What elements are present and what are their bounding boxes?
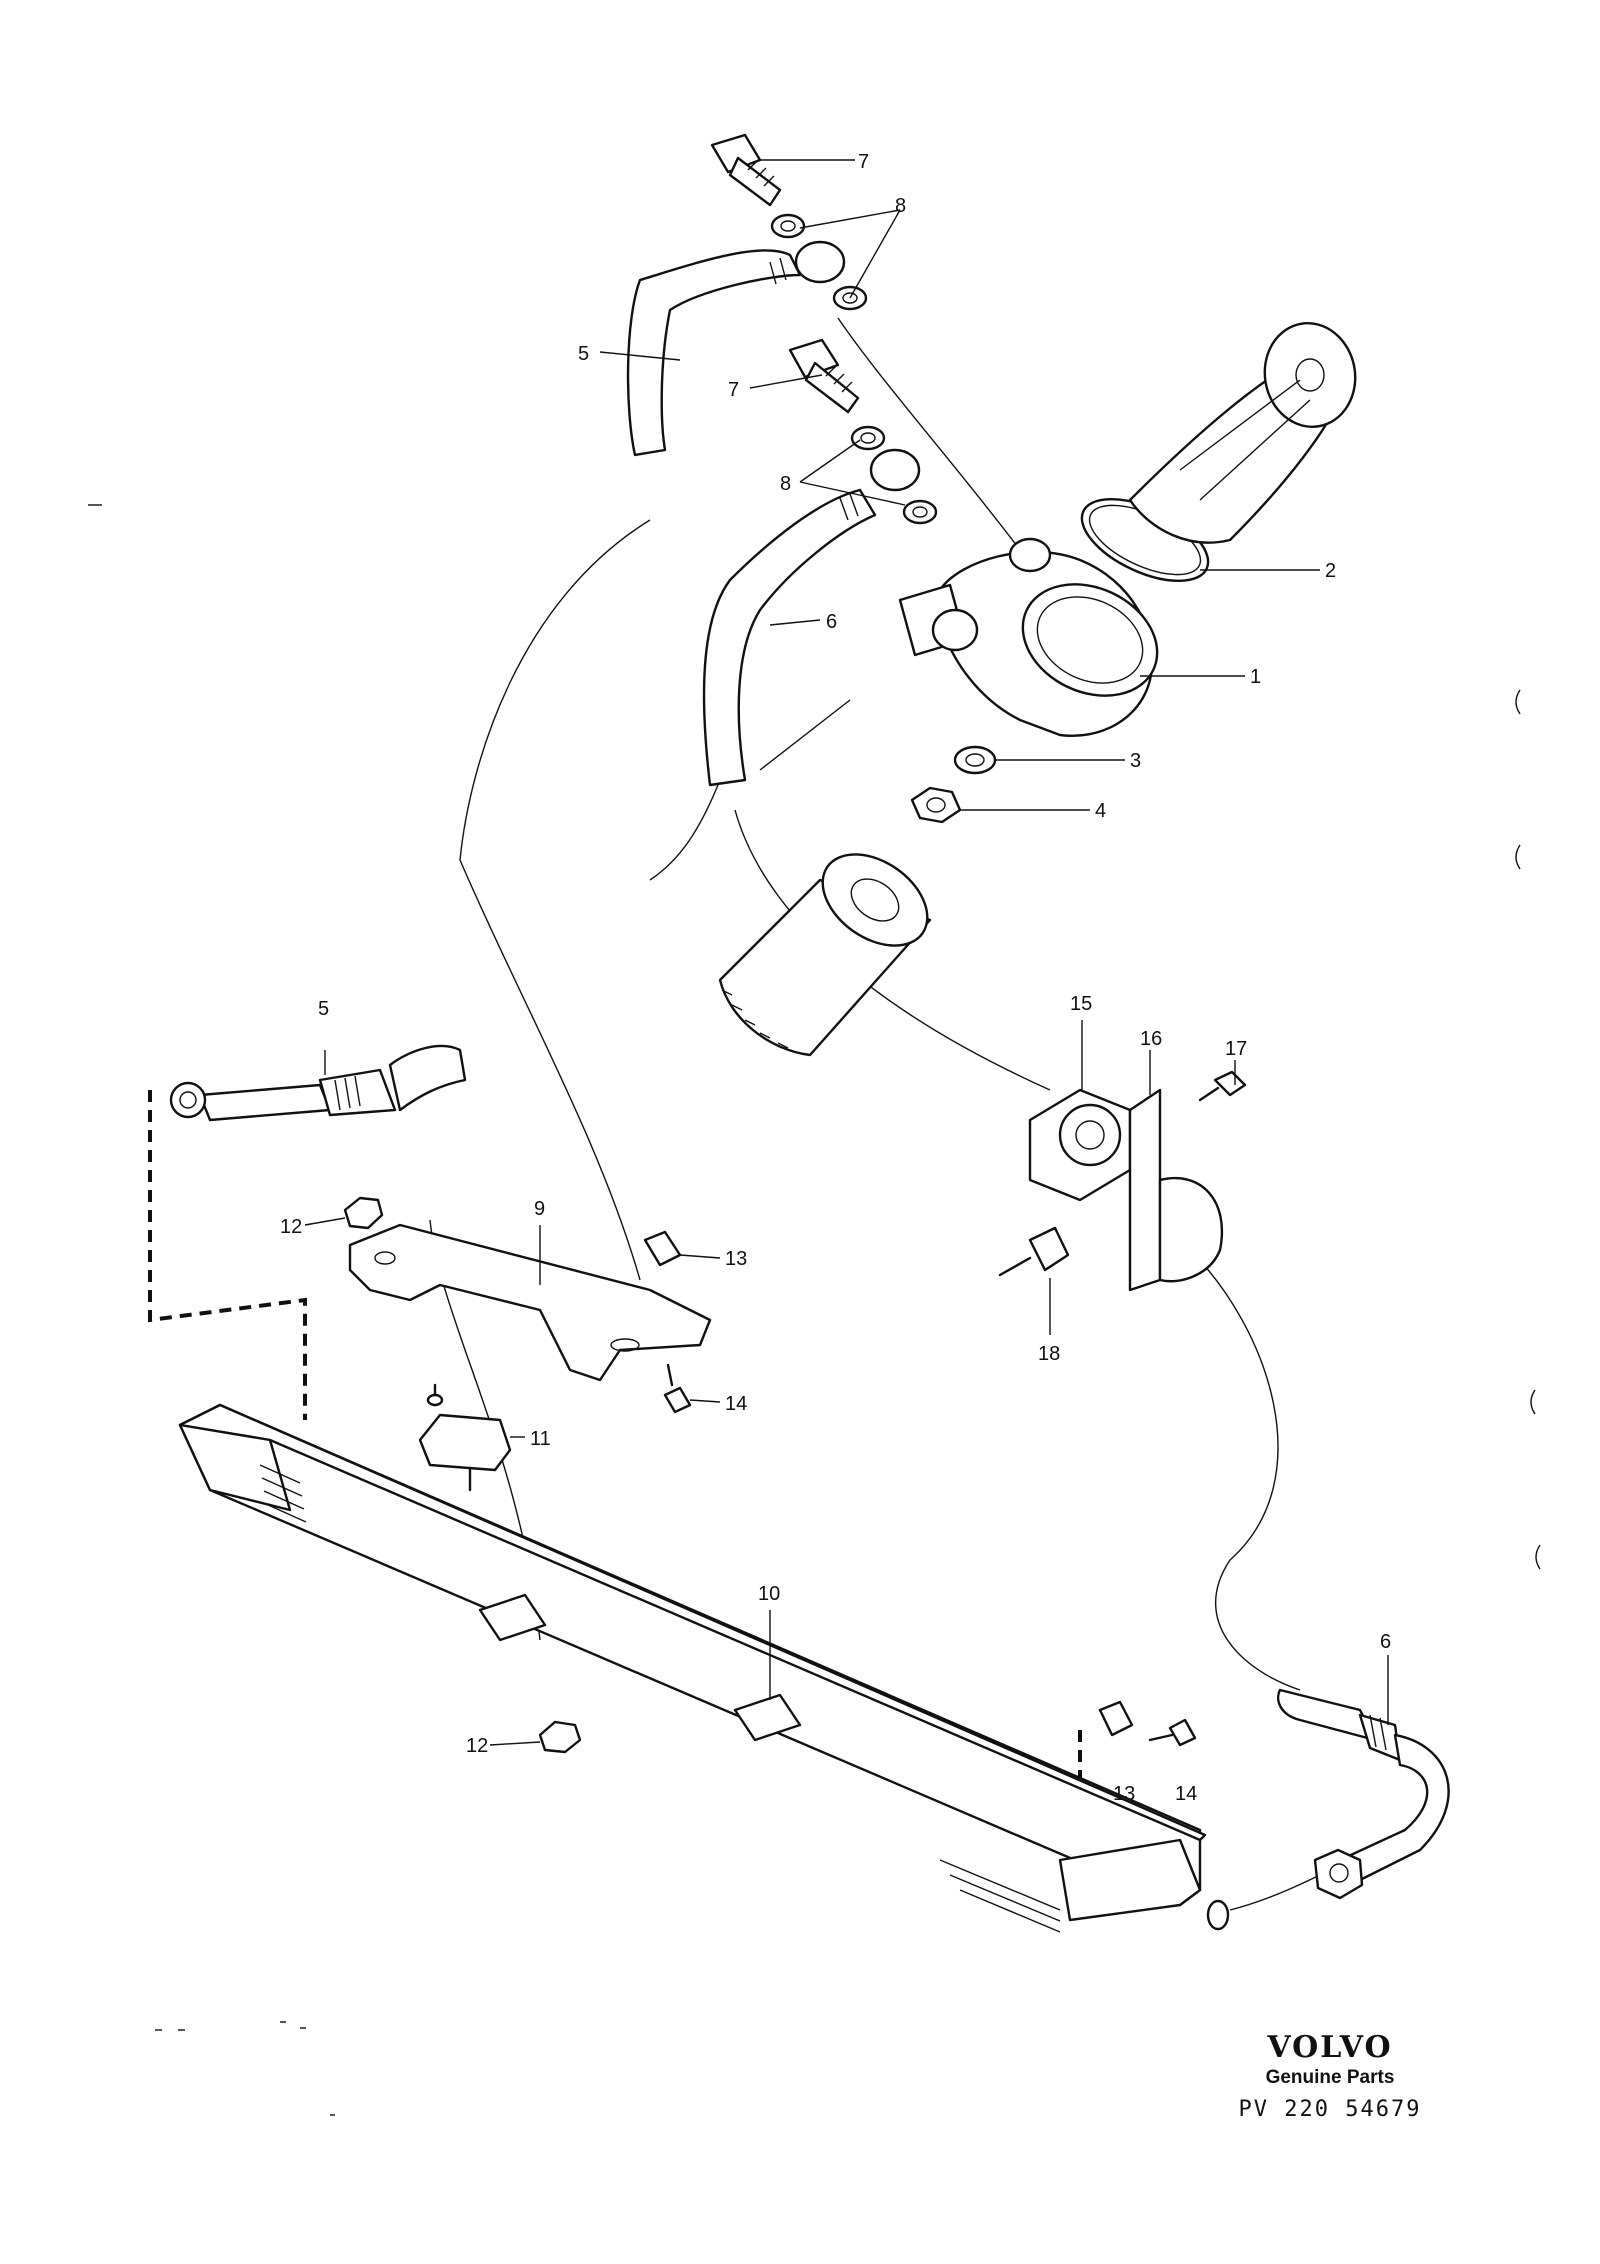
scan-marks [88,504,1541,2116]
oil-filter-head-1 [898,537,1159,737]
nut-12-bottom [538,1720,582,1754]
callout-3: 3 [1130,750,1141,772]
callout-16: 16 [1140,1028,1162,1050]
routing-dash-left [148,1090,307,1420]
callout-7-top: 7 [858,151,869,173]
callout-10: 10 [758,1583,780,1605]
callout-11: 11 [530,1428,551,1450]
screw-14-bracket [663,1363,692,1414]
bracket-9 [348,1223,712,1382]
callout-18: 18 [1038,1343,1060,1365]
callout-14-cooler: 14 [1175,1783,1197,1805]
clip-13-cooler [1098,1700,1134,1737]
washer-3 [953,745,997,775]
oil-filter [718,853,932,1057]
banjo-bolt-7-mid [788,338,860,414]
callout-1: 1 [1250,666,1261,688]
volvo-logo: VOLVO [1267,2030,1393,2065]
brand-block: VOLVO Genuine Parts PV 220 54679 [1230,2030,1430,2122]
hose-6-upper [702,488,877,787]
leader-lines [304,159,1389,1746]
hose-6-lower [1277,1688,1450,1900]
callout-8-mid: 8 [780,473,791,495]
banjo-bolt-7-top [710,133,782,207]
callout-12-top: 12 [280,1216,302,1238]
genuine-parts-label: Genuine Parts [1265,2067,1395,2088]
callout-14-bracket: 14 [725,1393,747,1415]
clip-13-bracket [643,1230,682,1267]
mounting-bracket [1128,321,1357,544]
sealing-washers-8 [770,213,938,525]
callout-labels: 7 8 5 7 8 6 2 1 3 4 15 16 17 5 9 12 13 1… [280,151,1391,1805]
speed-nut-18 [998,1226,1070,1277]
callout-17: 17 [1225,1038,1247,1060]
callout-4: 4 [1095,800,1106,822]
hose-5-upper [626,249,802,457]
callout-15: 15 [1070,993,1092,1015]
callout-13-bracket: 13 [725,1248,747,1270]
bushing-15 [1028,1088,1132,1202]
callout-6-lower: 6 [1380,1631,1391,1653]
clamp-16 [1128,1088,1224,1292]
nut-4 [910,786,962,824]
callout-13-cooler: 13 [1113,1783,1135,1805]
hose-5-lower [169,1044,467,1122]
callout-12-bottom: 12 [466,1735,488,1757]
nut-12-top [343,1196,384,1230]
callout-5-lower: 5 [318,998,329,1020]
callout-8-top: 8 [895,195,906,217]
callout-7-mid: 7 [728,379,739,401]
screw-14-cooler [1148,1718,1197,1747]
callout-9: 9 [534,1198,545,1220]
part-code: PV 220 54679 [1238,2097,1422,2122]
callout-6-top: 6 [826,611,837,633]
callout-5-top: 5 [578,343,589,365]
screw-17 [1198,1070,1247,1102]
rubber-mount-11 [418,1383,512,1492]
callout-2: 2 [1325,560,1336,582]
oil-cooler-10 [178,1403,1230,1933]
